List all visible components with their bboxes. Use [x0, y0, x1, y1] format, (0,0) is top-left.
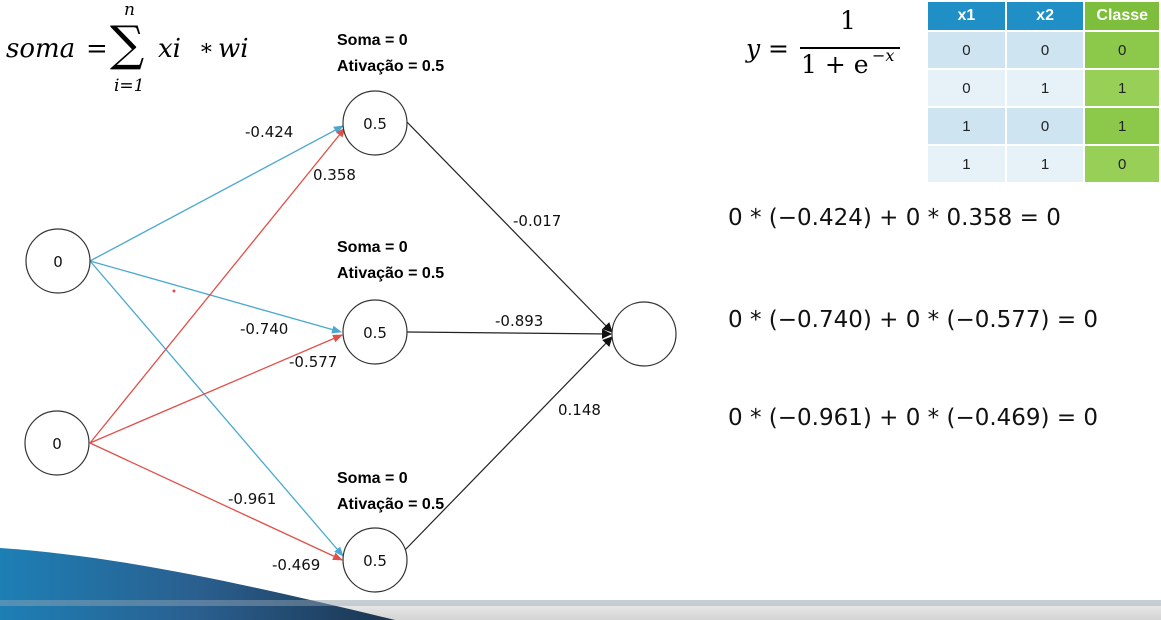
soma-equals: =	[86, 34, 108, 64]
table-row: 1 0 1	[928, 108, 1159, 144]
cell-x1: 0	[928, 70, 1005, 106]
sigmoid-lhs: y	[746, 34, 761, 63]
hidden-node-3-value: 0.5	[363, 552, 387, 570]
header-classe: Classe	[1085, 2, 1159, 30]
header-x1: x1	[928, 2, 1005, 30]
cell-x2: 0	[1006, 32, 1084, 68]
soma-term-wi: wi	[218, 34, 249, 64]
hidden-node-1-info: Soma = 0 Ativação = 0.5	[337, 28, 444, 80]
edge-hidden3-output	[404, 336, 613, 551]
cell-classe: 1	[1085, 108, 1159, 144]
hidden-node-2-info: Soma = 0 Ativação = 0.5	[337, 235, 444, 287]
weight-input1-hidden3: -0.961	[228, 490, 276, 508]
truth-table-header: x1 x2 Classe	[928, 2, 1159, 30]
hidden-node-1-ativacao: Ativação = 0.5	[337, 58, 445, 75]
cell-classe: 1	[1085, 70, 1159, 106]
sigmoid-equals: =	[768, 34, 789, 63]
hidden-node-2	[342, 299, 408, 365]
sigmoid-numerator: 1	[840, 6, 856, 35]
hidden-node-3-info: Soma = 0 Ativação = 0.5	[337, 466, 444, 518]
soma-upper-limit: n	[124, 0, 135, 20]
soma-multiply: ∗	[199, 36, 214, 61]
sigmoid-exponent: −x	[872, 46, 895, 65]
soma-term-xi: xi	[158, 34, 181, 64]
edge-input1-hidden2	[89, 260, 342, 334]
weight-input2-hidden2: -0.577	[289, 353, 337, 371]
weight-hidden3-output: 0.148	[558, 401, 601, 419]
cell-classe: 0	[1085, 32, 1159, 68]
weight-input2-hidden1: 0.358	[313, 166, 356, 184]
weight-input1-hidden1: -0.424	[245, 123, 293, 141]
cell-x1: 1	[928, 146, 1005, 182]
input-node-1-value: 0	[53, 253, 63, 271]
equation-hidden-2: 0 * (−0.740) + 0 * (−0.577) = 0	[728, 307, 1099, 333]
table-row: 0 1 1	[928, 70, 1159, 106]
edge-input1-hidden3	[89, 260, 344, 557]
hidden-node-3-soma: Soma = 0	[337, 470, 408, 487]
edge-hidden2-output	[406, 328, 612, 339]
cell-classe: 0	[1085, 146, 1159, 182]
hidden-node-2-ativacao: Ativação = 0.5	[337, 265, 445, 282]
table-row: 0 0 0	[928, 32, 1159, 68]
equation-hidden-1: 0 * (−0.424) + 0 * 0.358 = 0	[728, 205, 1061, 231]
cell-x2: 1	[1006, 70, 1084, 106]
hidden-node-1-soma: Soma = 0	[337, 32, 408, 49]
cell-x1: 1	[928, 108, 1005, 144]
input-node-2	[24, 410, 90, 476]
sigma-symbol: ∑	[110, 16, 145, 72]
weight-hidden1-output: -0.017	[513, 212, 561, 230]
output-node	[611, 301, 677, 367]
fraction-bar	[800, 47, 900, 49]
table-row: 1 1 0	[928, 146, 1159, 182]
weight-input1-hidden2: -0.740	[240, 320, 288, 338]
header-x2: x2	[1006, 2, 1084, 30]
cell-x2: 0	[1006, 108, 1084, 144]
edge-hidden1-output	[404, 119, 613, 333]
stray-dot	[172, 289, 176, 293]
edge-input2-hidden2	[89, 334, 343, 444]
hidden-node-3	[342, 527, 408, 593]
hidden-node-1-value: 0.5	[363, 115, 387, 133]
hidden-node-1	[342, 90, 408, 156]
summation-formula: soma = n ∑ i=1 xi ∗ wi	[6, 0, 256, 100]
sigmoid-formula: y = 1 1 + e −x	[744, 2, 914, 84]
sigmoid-denominator: 1 + e	[801, 50, 869, 79]
soma-lhs: soma	[6, 34, 76, 64]
cell-x1: 0	[928, 32, 1005, 68]
edge-input1-hidden1	[89, 125, 344, 262]
edge-input2-hidden1	[89, 127, 346, 444]
input-node-2-value: 0	[52, 435, 62, 453]
edge-input2-hidden3	[89, 442, 343, 561]
weight-hidden2-output: -0.893	[495, 312, 543, 330]
hidden-node-3-ativacao: Ativação = 0.5	[337, 496, 445, 513]
weight-input2-hidden3: -0.469	[272, 556, 320, 574]
input-node-1	[25, 228, 91, 294]
hidden-node-2-value: 0.5	[363, 324, 387, 342]
truth-table: x1 x2 Classe 0 0 0 0 1 1 1 0 1 1 1 0	[926, 0, 1161, 184]
hidden-node-2-soma: Soma = 0	[337, 239, 408, 256]
soma-lower-limit: i=1	[114, 76, 145, 96]
equation-hidden-3: 0 * (−0.961) + 0 * (−0.469) = 0	[728, 405, 1099, 431]
cell-x2: 1	[1006, 146, 1084, 182]
